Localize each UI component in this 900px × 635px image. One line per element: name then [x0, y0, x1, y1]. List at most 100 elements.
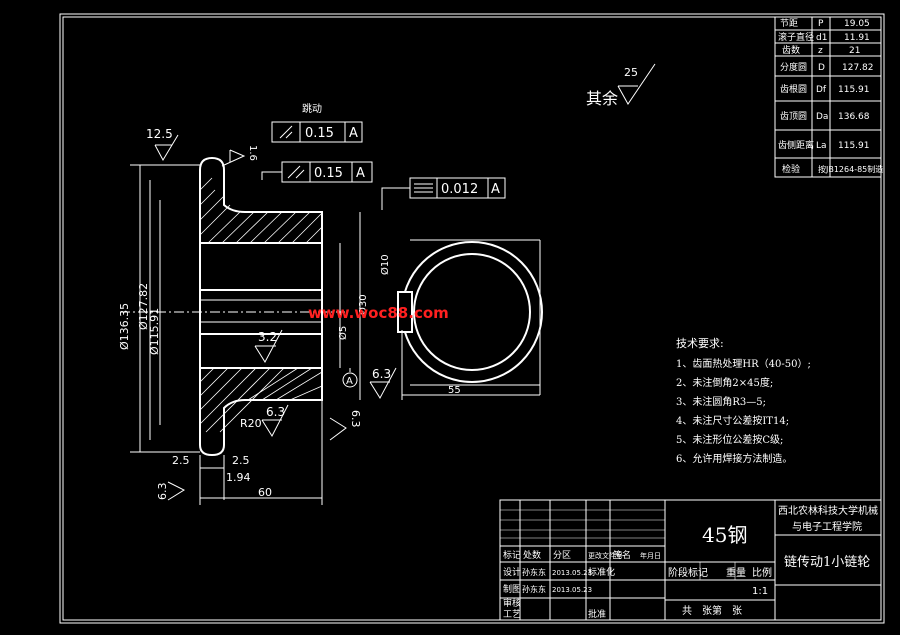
param-sym-1: d1: [816, 33, 827, 43]
tech-req-item-2: 3、未注圆角R3—5;: [676, 395, 766, 408]
param-sym-2: z: [818, 46, 823, 56]
param-val-3: 127.82: [842, 63, 874, 73]
param-sym-3: D: [818, 63, 825, 73]
rough-6-3a-text: 6.3: [266, 405, 285, 419]
tb-date1: 2013.05.23: [552, 569, 592, 577]
tech-req-item-3: 4、未注尺寸公差按IT14;: [676, 414, 789, 427]
param-name-4: 齿根圆: [780, 83, 807, 95]
tb-school-line2: 与电子工程学院: [792, 520, 862, 533]
rough-6-3c-text: 6.3: [349, 410, 362, 428]
tb-part-name: 链传动1小链轮: [784, 555, 870, 570]
tb-material: 45钢: [702, 523, 747, 547]
params-table: 节距 P 19.05 滚子直径 d1 11.91 齿数 z 21 分度圆 D 1…: [774, 16, 883, 178]
tol-datum3: A: [491, 182, 500, 197]
dim-d-bore2: Ø30: [357, 294, 369, 315]
tol-runout2: 0.15: [314, 166, 343, 181]
rough-12-5-text: 12.5: [146, 127, 173, 141]
symmetry-icon: [414, 183, 433, 193]
param-name-0: 节距: [780, 18, 798, 29]
rough-6-3d-text: 6.3: [156, 483, 169, 501]
tb-checker: 审核: [503, 597, 521, 609]
tol-symmetry: 0.012: [441, 182, 478, 197]
runout-label: 跳动: [302, 102, 322, 115]
tb-sheet-label: 共 张第 张: [682, 604, 742, 617]
dim-len-chamfer2: 2.5: [232, 454, 250, 467]
runout-icon: [279, 125, 293, 139]
tech-req-item-1: 2、未注倒角2×45度;: [676, 376, 773, 389]
tb-row-label-4: 签名: [613, 549, 631, 561]
tolerance-frame-1: 0.15 A: [271, 121, 363, 143]
roughness-rest-label: 其余: [586, 89, 618, 108]
title-block: 标记 处数 分区 更改文件号 签名 年月日 设计 孙东东 2013.05.23 …: [499, 499, 882, 621]
roughness-6-3b: 6.3: [369, 367, 397, 399]
param-sym-6: La: [816, 141, 827, 151]
roughness-6-3c: 6.3: [329, 410, 362, 441]
tol-datum1: A: [349, 126, 358, 141]
param-sym-5: Da: [816, 112, 828, 122]
runout2-icon: [287, 165, 305, 179]
param-name-5: 齿顶圆: [780, 111, 807, 122]
tol-datum2: A: [356, 166, 365, 181]
roughness-rest: 其余 25: [586, 63, 656, 108]
tb-drafter: 制图: [503, 583, 521, 595]
dim-d-bore: Ø5: [337, 326, 349, 340]
rough-6-3b-text: 6.3: [372, 367, 391, 381]
tol-runout1: 0.15: [305, 126, 334, 141]
dim-len-offset: 1.94: [226, 471, 251, 484]
roughness-1-6: 1.6: [221, 145, 258, 167]
dim-radius: R20: [240, 417, 262, 430]
roughness-12-5: 12.5: [146, 127, 179, 162]
param-val-6: 115.91: [838, 141, 870, 151]
datum-a-marker: A: [342, 368, 358, 388]
dim-len-keyway: 55: [448, 385, 461, 396]
tb-weight-label: 重量: [726, 566, 746, 579]
tb-scale-value: 1:1: [752, 586, 768, 597]
tb-stage-label: 阶段标记: [668, 566, 708, 579]
param-sym-4: Df: [816, 85, 827, 95]
param-name-6: 齿侧距离: [778, 139, 814, 151]
tb-name1: 孙东东: [522, 567, 546, 577]
datum-a-text: A: [346, 376, 353, 387]
param-name-3: 分度圆: [780, 61, 807, 73]
roughness-3-2: 3.2: [254, 329, 283, 363]
tb-row-label-0: 标记: [503, 549, 521, 561]
param-val-1: 11.91: [844, 33, 870, 43]
outer-frame: [59, 13, 885, 624]
dim-d-pitch: Ø127.82: [137, 283, 150, 330]
param-name-7: 检验: [782, 163, 800, 175]
param-val-4: 115.91: [838, 85, 870, 95]
tech-req-item-4: 5、未注形位公差按C级;: [676, 433, 783, 446]
tb-std: 标准化: [588, 566, 615, 578]
dim-d-root: Ø115.91: [148, 308, 161, 355]
dim-len-chamfer: 2.5: [172, 454, 190, 467]
tb-name2: 孙东东: [522, 584, 546, 594]
tech-req-item-5: 6、允许用焊接方法制造。: [676, 452, 792, 465]
dim-d-keyway: Ø10: [379, 254, 391, 275]
tech-requirements: 技术要求: 1、齿面热处理HR（40-50）; 2、未注倒角2×45度; 3、未…: [676, 337, 811, 465]
roughness-6-3a: 6.3: [261, 404, 289, 438]
param-val-0: 19.05: [844, 19, 870, 29]
tb-school-line1: 西北农林科技大学机械: [778, 504, 878, 517]
dim-len-total: 60: [258, 486, 272, 499]
tb-date2: 2013.05.23: [552, 586, 592, 594]
tb-row-label-1: 处数: [523, 549, 541, 561]
rough-3-2-text: 3.2: [258, 330, 277, 344]
tb-approve: 批准: [588, 608, 606, 620]
hub-circle-view: [397, 239, 543, 400]
param-name-2: 齿数: [782, 44, 800, 56]
sprocket-section: [120, 156, 361, 505]
tb-designer: 设计: [503, 566, 521, 578]
tolerance-frame-3: 0.012 A: [381, 177, 506, 210]
tb-row-label-5: 年月日: [640, 551, 661, 560]
tolerance-frame-2: 0.15 A: [261, 161, 373, 183]
roughness-6-3d: 6.3: [156, 481, 186, 501]
tb-scale-label: 比例: [752, 566, 772, 579]
tech-req-title: 技术要求:: [676, 337, 724, 350]
dim-d-tip: Ø136.35: [118, 303, 131, 350]
param-val-5: 136.68: [838, 112, 870, 122]
rough-1-6-text: 1.6: [247, 145, 258, 161]
watermark-text: www.woc88.com: [308, 304, 449, 322]
tb-row-label-2: 分区: [553, 550, 571, 561]
tech-req-item-0: 1、齿面热处理HR（40-50）;: [676, 357, 811, 370]
